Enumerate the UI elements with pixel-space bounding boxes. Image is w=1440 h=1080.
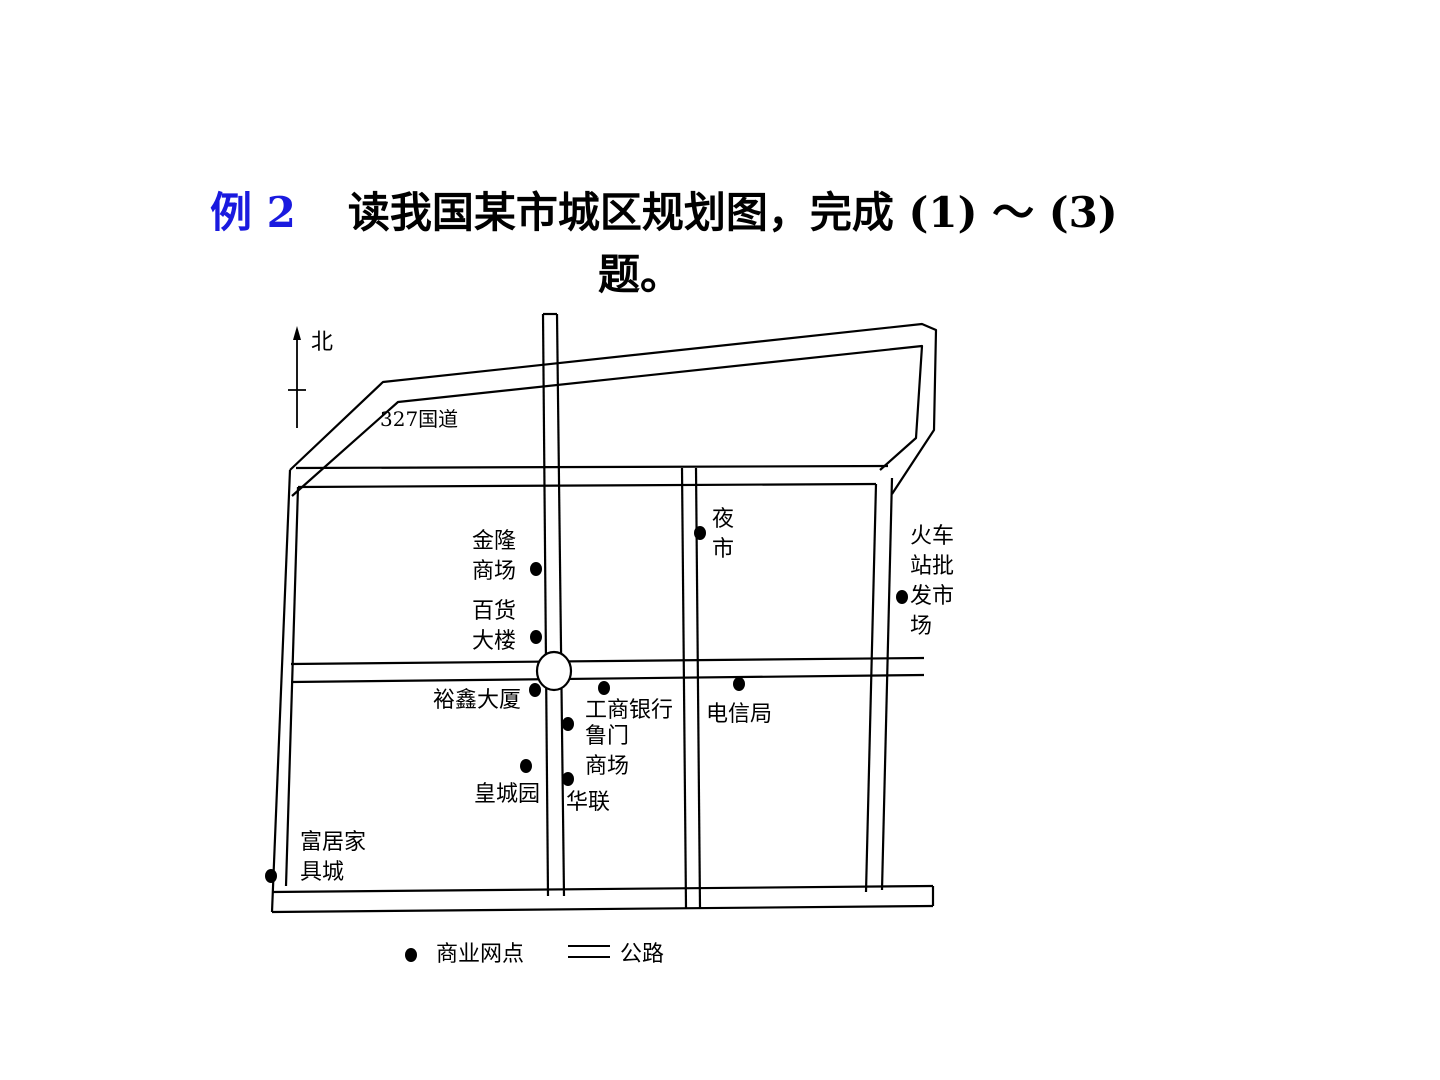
legend-point-label: 商业网点 [436, 942, 525, 967]
east-west-avenue [290, 656, 925, 684]
west-road [270, 469, 300, 913]
highway-327-road [289, 322, 938, 497]
label-hualian: 华联 [566, 790, 611, 815]
question-text-cont: 题。 [598, 250, 683, 299]
point-fuju [265, 869, 277, 883]
legend-road-icon [568, 945, 610, 958]
point-lumen [562, 717, 574, 731]
label-dianxin: 电信局 [706, 702, 773, 727]
label-fuju: 富居家具城 [300, 830, 367, 885]
label-huoche: 火车站批发市场 [910, 524, 955, 639]
central-avenue [541, 312, 566, 897]
point-huangcheng [520, 759, 532, 773]
east-road [864, 477, 894, 893]
label-lumen: 鲁门商场 [585, 724, 630, 779]
roundabout [535, 650, 573, 692]
south-road [271, 884, 935, 914]
point-huoche [896, 590, 908, 604]
question-text: 读我国某市城区规划图，完成 (1) ～ (3) [347, 188, 1118, 237]
north-road [295, 464, 889, 489]
example-number: 例 2 [210, 188, 296, 237]
label-gongshang: 工商银行 [585, 698, 674, 723]
label-fuju-line1: 富居家具城 [300, 828, 372, 888]
label-jinlong: 金隆商场 [472, 529, 517, 584]
point-yuxin [529, 683, 541, 697]
label-yuxin: 裕鑫大厦 [433, 688, 522, 713]
point-gongshang [598, 681, 610, 695]
legend-point-icon [405, 948, 417, 962]
point-jinlong [530, 562, 542, 576]
north-arrowhead-icon [293, 326, 301, 340]
point-yeshi [694, 526, 706, 540]
label-huangcheng: 皇城园 [474, 782, 541, 807]
second-north-south-road [680, 467, 702, 909]
highway-327-label: 327国道 [380, 407, 459, 431]
point-baihuo [530, 630, 542, 644]
north-label: 北 [311, 330, 334, 355]
legend-road-label: 公路 [620, 942, 665, 967]
label-baihuo: 百货大楼 [472, 599, 517, 654]
north-arrow-icon [288, 330, 306, 428]
label-yeshi: 夜市 [712, 507, 735, 562]
point-hualian [562, 772, 574, 786]
point-dianxin [733, 677, 745, 691]
